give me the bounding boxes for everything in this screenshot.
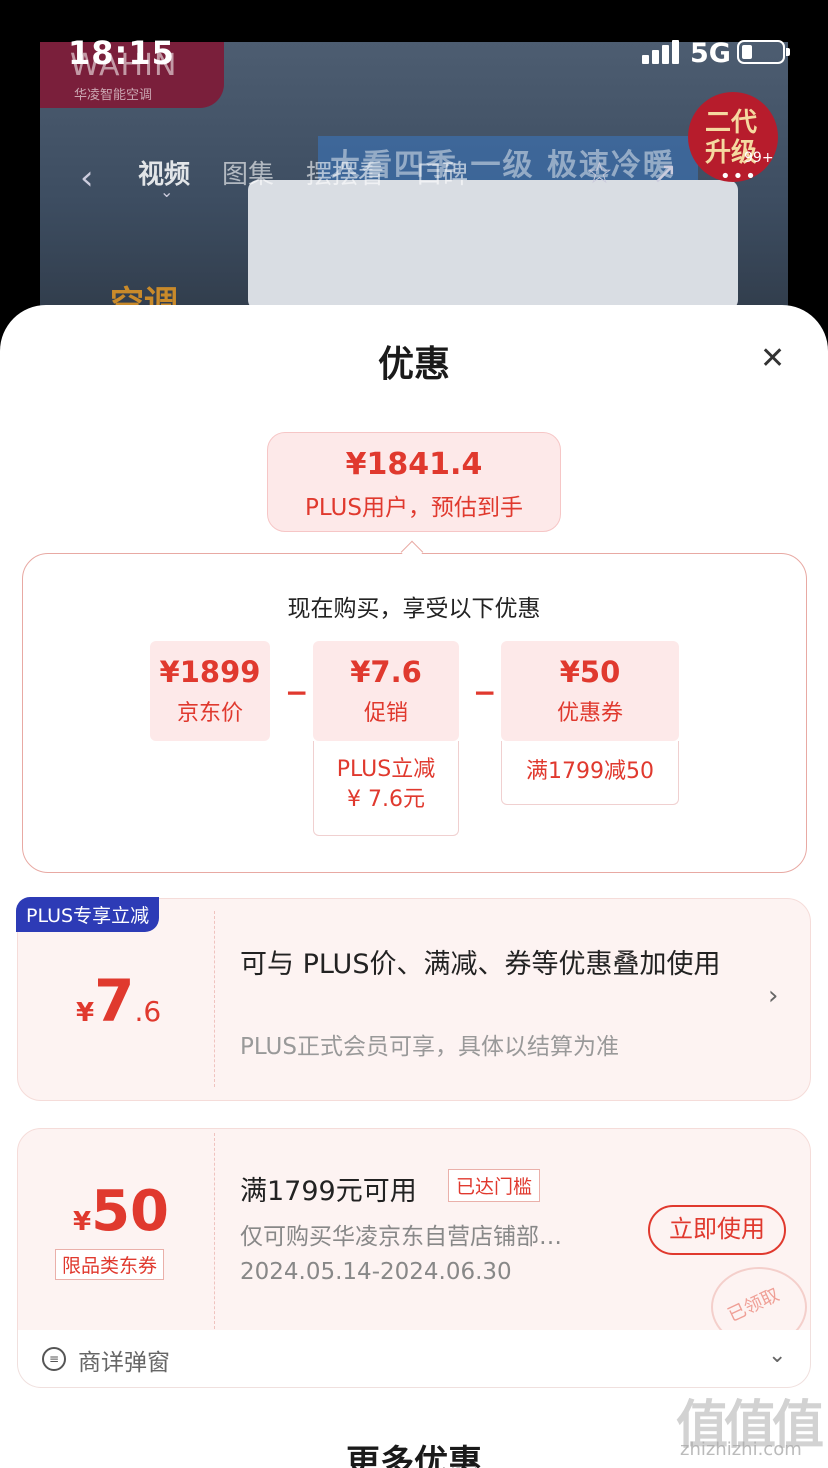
coupon-condition: 满1799元可用 — [240, 1176, 417, 1207]
jd-price-amount: ¥1899 — [159, 655, 261, 689]
share-icon[interactable]: ↗ — [652, 156, 678, 191]
chevron-down-icon[interactable]: ⌄ — [768, 1343, 787, 1368]
product-banner — [318, 136, 698, 180]
brand-subtitle: 华凌智能空调 — [74, 88, 153, 103]
promotion-label: 促销 — [363, 701, 408, 726]
brand-logo — [40, 42, 224, 108]
discount-sheet: 优惠 ✕ ¥1841.4 PLUS用户，预估到手 现在购买，享受以下优惠 ¥18… — [0, 305, 828, 1468]
use-now-button[interactable]: 立即使用 — [648, 1205, 786, 1255]
signal-icon — [642, 40, 682, 64]
minus-sign: − — [473, 676, 497, 709]
promotion-note-line2: ¥ 7.6元 — [347, 787, 425, 812]
more-dots-icon[interactable]: ••• — [720, 166, 758, 187]
plus-discount-note: PLUS正式会员可享，具体以结算为准 — [240, 1034, 619, 1060]
jd-price-box: ¥1899 京东价 — [150, 641, 270, 741]
favorite-star-icon[interactable]: ☆ — [586, 156, 613, 191]
tab-reviews[interactable]: 口碑 — [416, 160, 469, 190]
promotion-note: PLUS立减 ¥ 7.6元 — [313, 741, 459, 836]
jd-price-label: 京东价 — [176, 701, 243, 726]
upgrade-sticker — [688, 92, 778, 182]
card-divider — [214, 911, 215, 1087]
coupon-scope: 仅可购买华凌京东自营店铺部… — [240, 1224, 562, 1250]
coupon-amount: ¥50 — [559, 655, 621, 689]
plus-discount-card[interactable]: PLUS专享立减 ¥7.6 可与 PLUS价、满减、券等优惠叠加使用 PLUS正… — [16, 897, 811, 1101]
coupon-note: 满1799减50 — [501, 741, 679, 805]
cart-count-badge: 99+ — [744, 150, 774, 166]
coupon-label: 优惠券 — [556, 701, 623, 726]
sticker-text: 二代升级 — [705, 108, 758, 168]
tab-gallery[interactable]: 图集 — [222, 160, 275, 190]
air-conditioner-image — [248, 180, 738, 310]
tab-placement[interactable]: 摆摆看 — [306, 160, 385, 190]
promotion-amount: ¥7.6 — [350, 655, 422, 689]
promotion-box: ¥7.6 促销 — [313, 641, 459, 741]
status-bar: 18:15 5G — [0, 0, 828, 100]
chevron-right-icon[interactable]: › — [768, 981, 779, 1011]
footer-label: 商详弹窗 — [78, 1350, 170, 1376]
estimated-price-label: PLUS用户，预估到手 — [305, 495, 523, 521]
coupon-type-tag: 限品类东券 — [55, 1249, 165, 1280]
estimated-price: ¥1841.4 — [345, 447, 483, 482]
close-icon[interactable]: ✕ — [760, 341, 786, 376]
site-watermark: 值值值 — [676, 1396, 824, 1456]
ticket-icon: ≡ — [42, 1347, 66, 1371]
banner-text: 大看四季 一级 极速冷暖 — [330, 148, 675, 183]
coupon-note-text: 满1799减50 — [526, 759, 654, 784]
tab-video[interactable]: 视频 — [138, 160, 191, 190]
battery-icon — [737, 40, 790, 64]
plus-discount-description: 可与 PLUS价、满减、券等优惠叠加使用 — [240, 949, 721, 980]
minus-sign: − — [285, 676, 309, 709]
brand-name: WAHIN — [70, 48, 178, 83]
media-tabs: 视频 图集 摆摆看 口碑 — [138, 154, 468, 191]
back-icon[interactable]: ‹ — [80, 158, 94, 198]
status-time: 18:15 — [68, 34, 175, 72]
threshold-reached-badge: 已达门槛 — [448, 1169, 541, 1202]
breakdown-title: 现在购买，享受以下优惠 — [287, 596, 541, 622]
price-breakdown: 现在购买，享受以下优惠 ¥1899 京东价 − ¥7.6 促销 PLUS立减 ¥… — [22, 553, 807, 873]
plus-exclusive-tag: PLUS专享立减 — [16, 897, 160, 932]
coupon-box: ¥50 优惠券 — [501, 641, 679, 741]
more-discounts-title: 更多优惠 — [346, 1443, 482, 1468]
card-divider — [214, 1133, 215, 1329]
promotion-note-line1: PLUS立减 — [336, 757, 436, 782]
coupon-footer[interactable]: ≡ 商详弹窗 ⌄ — [17, 1330, 811, 1388]
coupon-validity: 2024.05.14-2024.06.30 — [240, 1259, 512, 1285]
site-watermark-url: zhizhizhi.com — [680, 1439, 802, 1460]
network-type: 5G — [690, 38, 731, 69]
coupon-card: ¥50 限品类东券 满1799元可用 已达门槛 仅可购买华凌京东自营店铺部… 2… — [17, 1128, 811, 1347]
sheet-title: 优惠 — [377, 344, 450, 385]
plus-discount-amount: ¥7.6 — [76, 967, 162, 1035]
chevron-down-icon: ⌄ — [160, 182, 174, 201]
estimated-price-box: ¥1841.4 PLUS用户，预估到手 — [267, 432, 561, 532]
coupon-card-amount: ¥50 — [73, 1179, 170, 1244]
